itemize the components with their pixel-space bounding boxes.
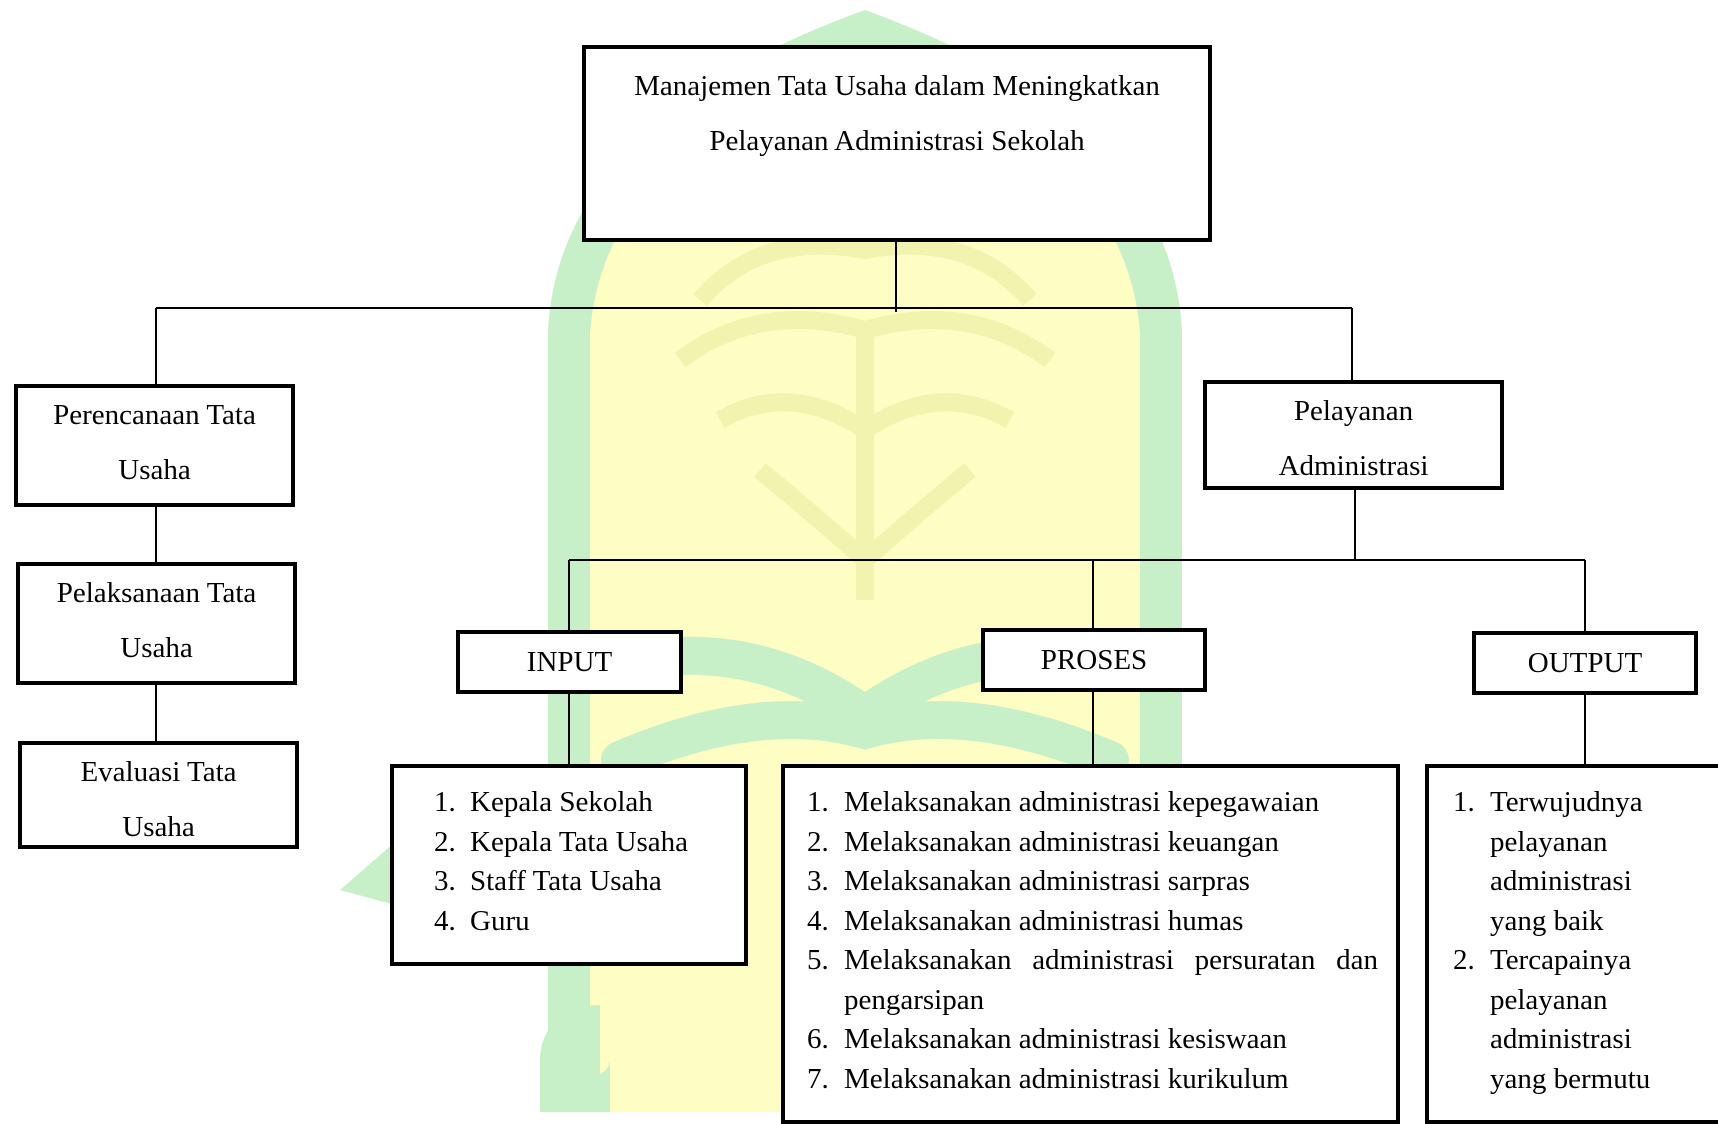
list-item: 1.Terwujudnya pelayanan administrasi yan… <box>1453 786 1643 937</box>
output-label: OUTPUT <box>1527 647 1643 679</box>
pelaksanaan-label: Pelaksanaan Tata Usaha <box>56 577 257 664</box>
list-item: 3.Staff Tata Usaha <box>434 865 662 897</box>
list-item: 6.Melaksanakan administrasi kesiswaan <box>807 1023 1287 1055</box>
proses-list-box: 1.Melaksanakan administrasi kepegawaian … <box>781 764 1400 1124</box>
perencanaan-label: Perencanaan Tata Usaha <box>53 399 256 486</box>
proses-box: PROSES <box>981 628 1207 692</box>
pelayanan-administrasi-box: Pelayanan Administrasi <box>1203 380 1504 490</box>
list-item: 1.Melaksanakan administrasi kepegawaian <box>807 786 1320 818</box>
proses-list: 1.Melaksanakan administrasi kepegawaian … <box>807 783 1378 1099</box>
input-box: INPUT <box>456 630 683 694</box>
list-item: 1.Kepala Sekolah <box>434 786 653 818</box>
evaluasi-label: Evaluasi Tata Usaha <box>80 756 237 843</box>
input-label: INPUT <box>526 646 613 678</box>
list-item: 4.Melaksanakan administrasi humas <box>807 904 1244 937</box>
pelayanan-administrasi-label: Pelayanan Administrasi <box>1278 395 1429 482</box>
watermark-bottom-arc <box>540 1005 611 1112</box>
pelaksanaan-box: Pelaksanaan Tata Usaha <box>16 562 297 685</box>
output-list: 1.Terwujudnya pelayanan administrasi yan… <box>1453 783 1711 1099</box>
list-item: 2.Tercapainya pelayanan administrasi yan… <box>1453 944 1651 1095</box>
watermark-ornament <box>674 236 1056 600</box>
list-item: 7.Melaksanakan administrasi kurikulum <box>807 1062 1289 1095</box>
output-list-box: 1.Terwujudnya pelayanan administrasi yan… <box>1425 764 1718 1124</box>
proses-label: PROSES <box>1040 644 1148 676</box>
list-item: 2.Melaksanakan administrasi keuangan <box>807 825 1279 858</box>
perencanaan-box: Perencanaan Tata Usaha <box>14 384 295 507</box>
input-list: 1.Kepala Sekolah 2.Kepala Tata Usaha 3.S… <box>434 783 724 941</box>
root-box: Manajemen Tata Usaha dalam Meningkatkan … <box>582 45 1212 242</box>
list-item: 5.Melaksanakan administrasi persuratan d… <box>807 944 1378 1016</box>
evaluasi-box: Evaluasi Tata Usaha <box>18 741 299 849</box>
list-item: 4.Guru <box>434 904 530 937</box>
root-label: Manajemen Tata Usaha dalam Meningkatkan … <box>634 70 1160 157</box>
input-list-box: 1.Kepala Sekolah 2.Kepala Tata Usaha 3.S… <box>390 764 748 966</box>
list-item: 2.Kepala Tata Usaha <box>434 825 689 858</box>
list-item: 3.Melaksanakan administrasi sarpras <box>807 865 1250 897</box>
output-box: OUTPUT <box>1472 631 1698 695</box>
